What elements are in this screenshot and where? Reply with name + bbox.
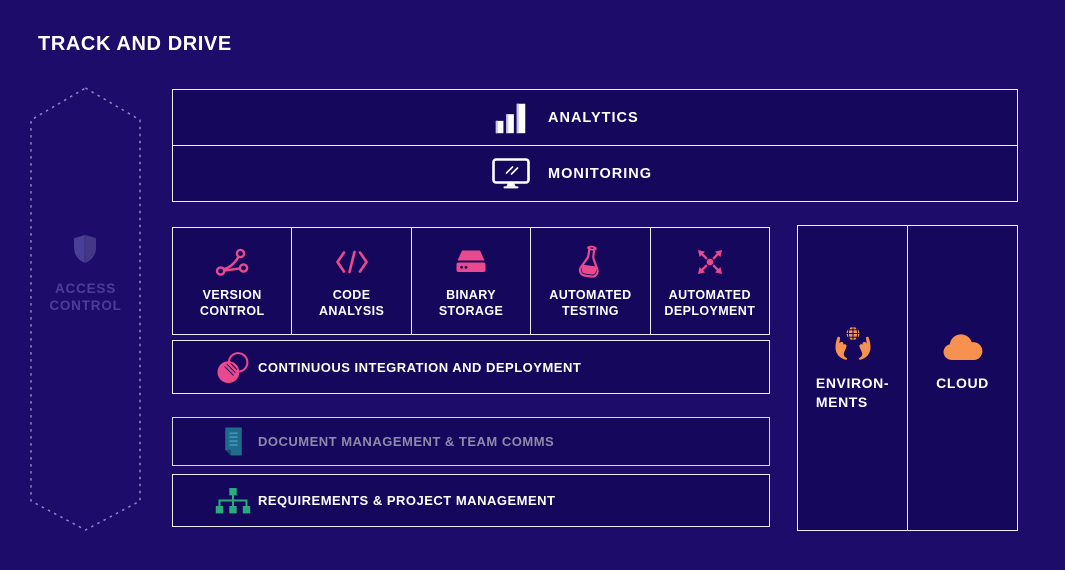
tool-automated-testing: AUTOMATED TESTING: [530, 228, 649, 334]
tool-binary-storage: BINARY STORAGE: [410, 228, 530, 334]
access-control-line2: CONTROL: [49, 298, 122, 313]
environments-line2: MENTS: [815, 394, 868, 410]
requirements-label: REQUIREMENTS & PROJECT MANAGEMENT: [258, 493, 556, 508]
diagram-title: TRACK AND DRIVE: [38, 33, 232, 55]
tool-automated-deployment: AUTOMATED DEPLOYMENT: [649, 228, 769, 334]
tool-label-line2: ANALYSIS: [318, 304, 385, 318]
cicd-label: CONTINUOUS INTEGRATION AND DEPLOYMENT: [258, 359, 582, 375]
access-control-line1: ACCESS: [54, 281, 117, 296]
environments-cell: ENVIRON- MENTS: [798, 226, 907, 530]
hands-globe-icon: [832, 322, 874, 362]
branch-icon: [215, 241, 249, 283]
tool-code-analysis: CODE ANALYSIS: [291, 228, 410, 334]
sitemap-icon: [214, 487, 252, 514]
tool-label-line1: BINARY: [446, 288, 496, 302]
access-control-label: ACCESS CONTROL: [31, 280, 140, 314]
tool-label-line1: VERSION: [202, 288, 262, 302]
expand-arrows-icon: [695, 241, 725, 283]
tool-label-line1: AUTOMATED: [549, 288, 632, 302]
flask-icon: [577, 241, 603, 283]
tool-label-line2: CONTROL: [199, 304, 265, 318]
tool-label: VERSION CONTROL: [200, 287, 265, 319]
tool-version-control: VERSION CONTROL: [173, 228, 291, 334]
document-management-bar: DOCUMENT MANAGEMENT & TEAM COMMS: [172, 417, 770, 466]
cloud-cell: CLOUD: [907, 226, 1017, 530]
tool-label-line2: DEPLOYMENT: [664, 304, 756, 318]
tool-label: CODE ANALYSIS: [319, 287, 384, 319]
document-icon: [214, 426, 252, 457]
monitoring-label: MONITORING: [548, 165, 652, 182]
shield-icon: [72, 234, 98, 269]
environments-cloud-panel: ENVIRON- MENTS CLOUD: [797, 225, 1018, 531]
tool-label-line2: TESTING: [561, 304, 619, 318]
bar-chart-icon: [491, 99, 531, 137]
observability-panel: ANALYTICS MONITORING: [172, 89, 1018, 202]
drive-icon: [453, 241, 489, 283]
overlapping-circles-icon: [214, 349, 252, 386]
pipeline-toolbar: VERSION CONTROL CODE ANALYSIS: [172, 227, 770, 335]
analytics-row: ANALYTICS: [173, 90, 1017, 145]
cicd-bar: CONTINUOUS INTEGRATION AND DEPLOYMENT: [172, 340, 770, 394]
environments-line1: ENVIRON-: [815, 375, 890, 391]
document-management-label: DOCUMENT MANAGEMENT & TEAM COMMS: [258, 434, 555, 449]
code-icon: [335, 241, 369, 283]
tool-label-line1: CODE: [332, 288, 371, 302]
tool-label-line1: AUTOMATED: [668, 288, 751, 302]
tool-label-line2: STORAGE: [438, 304, 504, 318]
monitor-icon: [491, 158, 531, 189]
tool-label: AUTOMATED TESTING: [549, 287, 631, 319]
analytics-label: ANALYTICS: [548, 109, 639, 126]
cloud-label: CLOUD: [936, 374, 989, 393]
cloud-line1: CLOUD: [936, 375, 989, 391]
requirements-bar: REQUIREMENTS & PROJECT MANAGEMENT: [172, 474, 770, 527]
cloud-icon: [941, 322, 985, 362]
environments-label: ENVIRON- MENTS: [816, 374, 889, 412]
monitoring-row: MONITORING: [173, 145, 1017, 201]
tool-label: BINARY STORAGE: [439, 287, 503, 319]
tool-label: AUTOMATED DEPLOYMENT: [664, 287, 755, 319]
